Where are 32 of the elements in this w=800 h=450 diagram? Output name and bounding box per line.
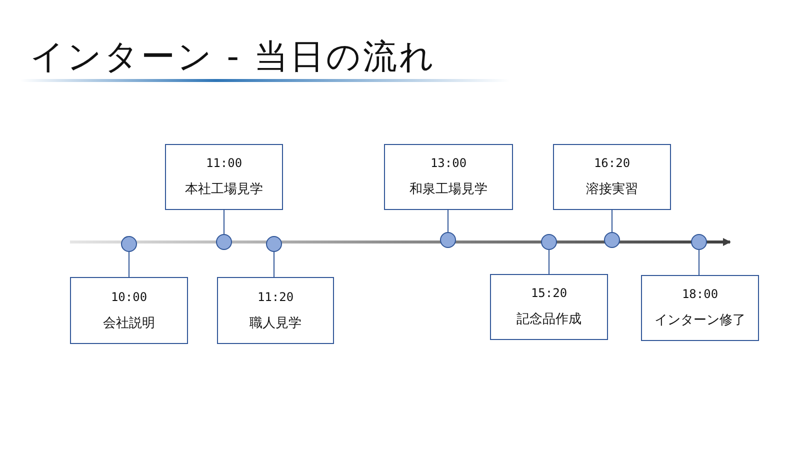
event-name: 職人見学 (250, 314, 302, 332)
leader-line (128, 252, 130, 278)
leader-line (698, 250, 700, 276)
leader-line (548, 250, 550, 274)
title: インターン - 当日の流れ (30, 36, 436, 79)
event-time: 16:20 (594, 156, 630, 170)
event-time: 10:00 (110, 290, 148, 304)
event-name: 溶接実習 (586, 181, 638, 198)
event-box (553, 144, 671, 210)
event-name: インターン修了 (654, 312, 746, 329)
timeline-dot (266, 236, 282, 252)
event-box (641, 275, 759, 341)
timeline-dot (121, 236, 137, 252)
timeline-dot (216, 234, 232, 250)
event-box (217, 277, 334, 344)
event-name: 和泉工場見学 (410, 181, 488, 198)
event-name: 記念品作成 (516, 311, 582, 328)
event-time: 18:00 (682, 287, 718, 301)
event-time: 11:00 (206, 156, 242, 170)
event-box (384, 144, 513, 210)
event-box (490, 274, 608, 340)
event-time: 13:00 (430, 156, 467, 170)
event-name: 本社工場見学 (185, 181, 263, 198)
event-box (70, 277, 188, 344)
event-time: 15:20 (530, 286, 568, 300)
timeline-dot (541, 234, 557, 250)
timeline-dot (691, 234, 707, 250)
event-name: 会社説明 (103, 314, 155, 332)
event-box (165, 144, 283, 210)
timeline-dot (604, 232, 620, 248)
event-time: 11:20 (257, 290, 294, 304)
timeline-dot (440, 232, 456, 248)
